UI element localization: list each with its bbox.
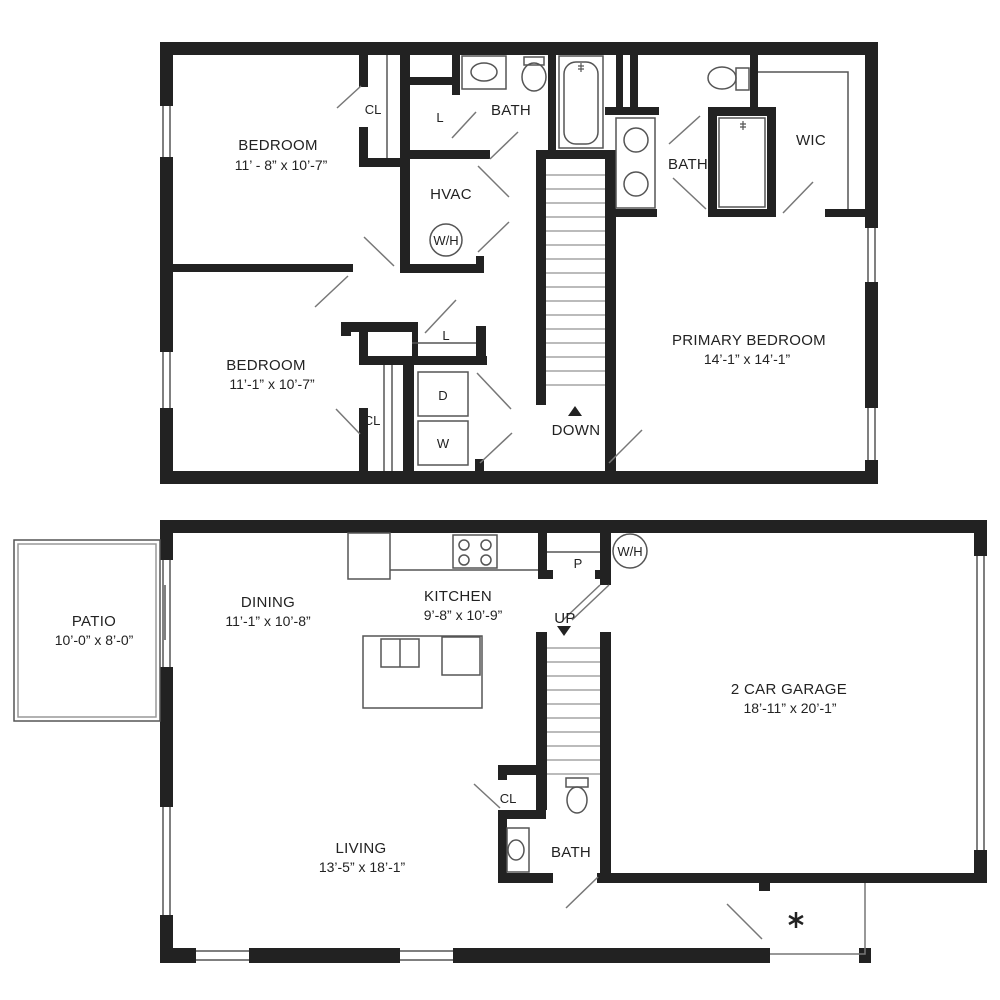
- dining-size: 11’-1” x 10’-8”: [225, 613, 311, 629]
- down-arrow-icon: [568, 406, 582, 416]
- stairs-up-label: UP: [554, 610, 575, 627]
- linen-2-label: L: [442, 328, 449, 343]
- shower-head-icons: [578, 63, 746, 130]
- washer-label: W: [437, 436, 450, 451]
- lower-floor: [13, 520, 987, 963]
- closet-lower-label: CL: [500, 791, 517, 806]
- upper-walls: [160, 42, 878, 484]
- bedroom-1-size: 11’ - 8” x 10’-7”: [235, 157, 328, 173]
- wic-label: WIC: [796, 132, 826, 149]
- patio-name: PATIO: [72, 613, 116, 630]
- water-heater-upper-label: W/H: [433, 233, 458, 248]
- closet-1-label: CL: [365, 102, 382, 117]
- kitchen-name: KITCHEN: [424, 588, 492, 605]
- lower-labels: PATIO 10’-0” x 8’-0” DINING 11’-1” x 10’…: [55, 544, 847, 875]
- living-name: LIVING: [336, 840, 387, 857]
- pantry-label: P: [574, 556, 583, 571]
- closet-2-label: CL: [364, 413, 381, 428]
- hvac-label: HVAC: [430, 186, 472, 203]
- primary-bedroom-name: PRIMARY BEDROOM: [672, 332, 826, 349]
- stairs-down-label: DOWN: [552, 422, 601, 439]
- upper-floor: [160, 42, 878, 484]
- lower-stair-treads: [547, 647, 600, 775]
- dryer-label: D: [438, 388, 447, 403]
- lower-fixtures: [13, 532, 985, 961]
- bath-hall-label: BATH: [491, 102, 531, 119]
- living-size: 13’-5” x 18’-1”: [319, 859, 406, 875]
- bath-lower-label: BATH: [551, 844, 591, 861]
- kitchen-size: 9’-8” x 10’-9”: [424, 607, 503, 623]
- bedroom-2-name: BEDROOM: [226, 357, 306, 374]
- garage-name: 2 CAR GARAGE: [731, 681, 847, 698]
- water-heater-lower-label: W/H: [617, 544, 642, 559]
- garage-size: 18’-11” x 20’-1”: [743, 700, 836, 716]
- primary-bath-label: BATH: [668, 156, 708, 173]
- upper-stair-treads: [546, 174, 605, 386]
- patio-size: 10’-0” x 8’-0”: [55, 632, 134, 648]
- linen-1-label: L: [436, 110, 443, 125]
- dining-name: DINING: [241, 594, 295, 611]
- entry-light-icon: [788, 912, 804, 928]
- lower-walls: [160, 520, 987, 963]
- primary-bedroom-size: 14’-1” x 14’-1”: [704, 351, 791, 367]
- upper-door-swings: [314, 85, 814, 464]
- upper-fixtures: [162, 55, 876, 471]
- bedroom-2-size: 11’-1” x 10’-7”: [229, 376, 315, 392]
- upper-labels: BEDROOM 11’ - 8” x 10’-7” CL L BATH HVAC…: [226, 102, 826, 451]
- up-arrow-icon: [557, 626, 571, 636]
- lower-door-swings: [473, 584, 763, 940]
- bedroom-1-name: BEDROOM: [238, 137, 318, 154]
